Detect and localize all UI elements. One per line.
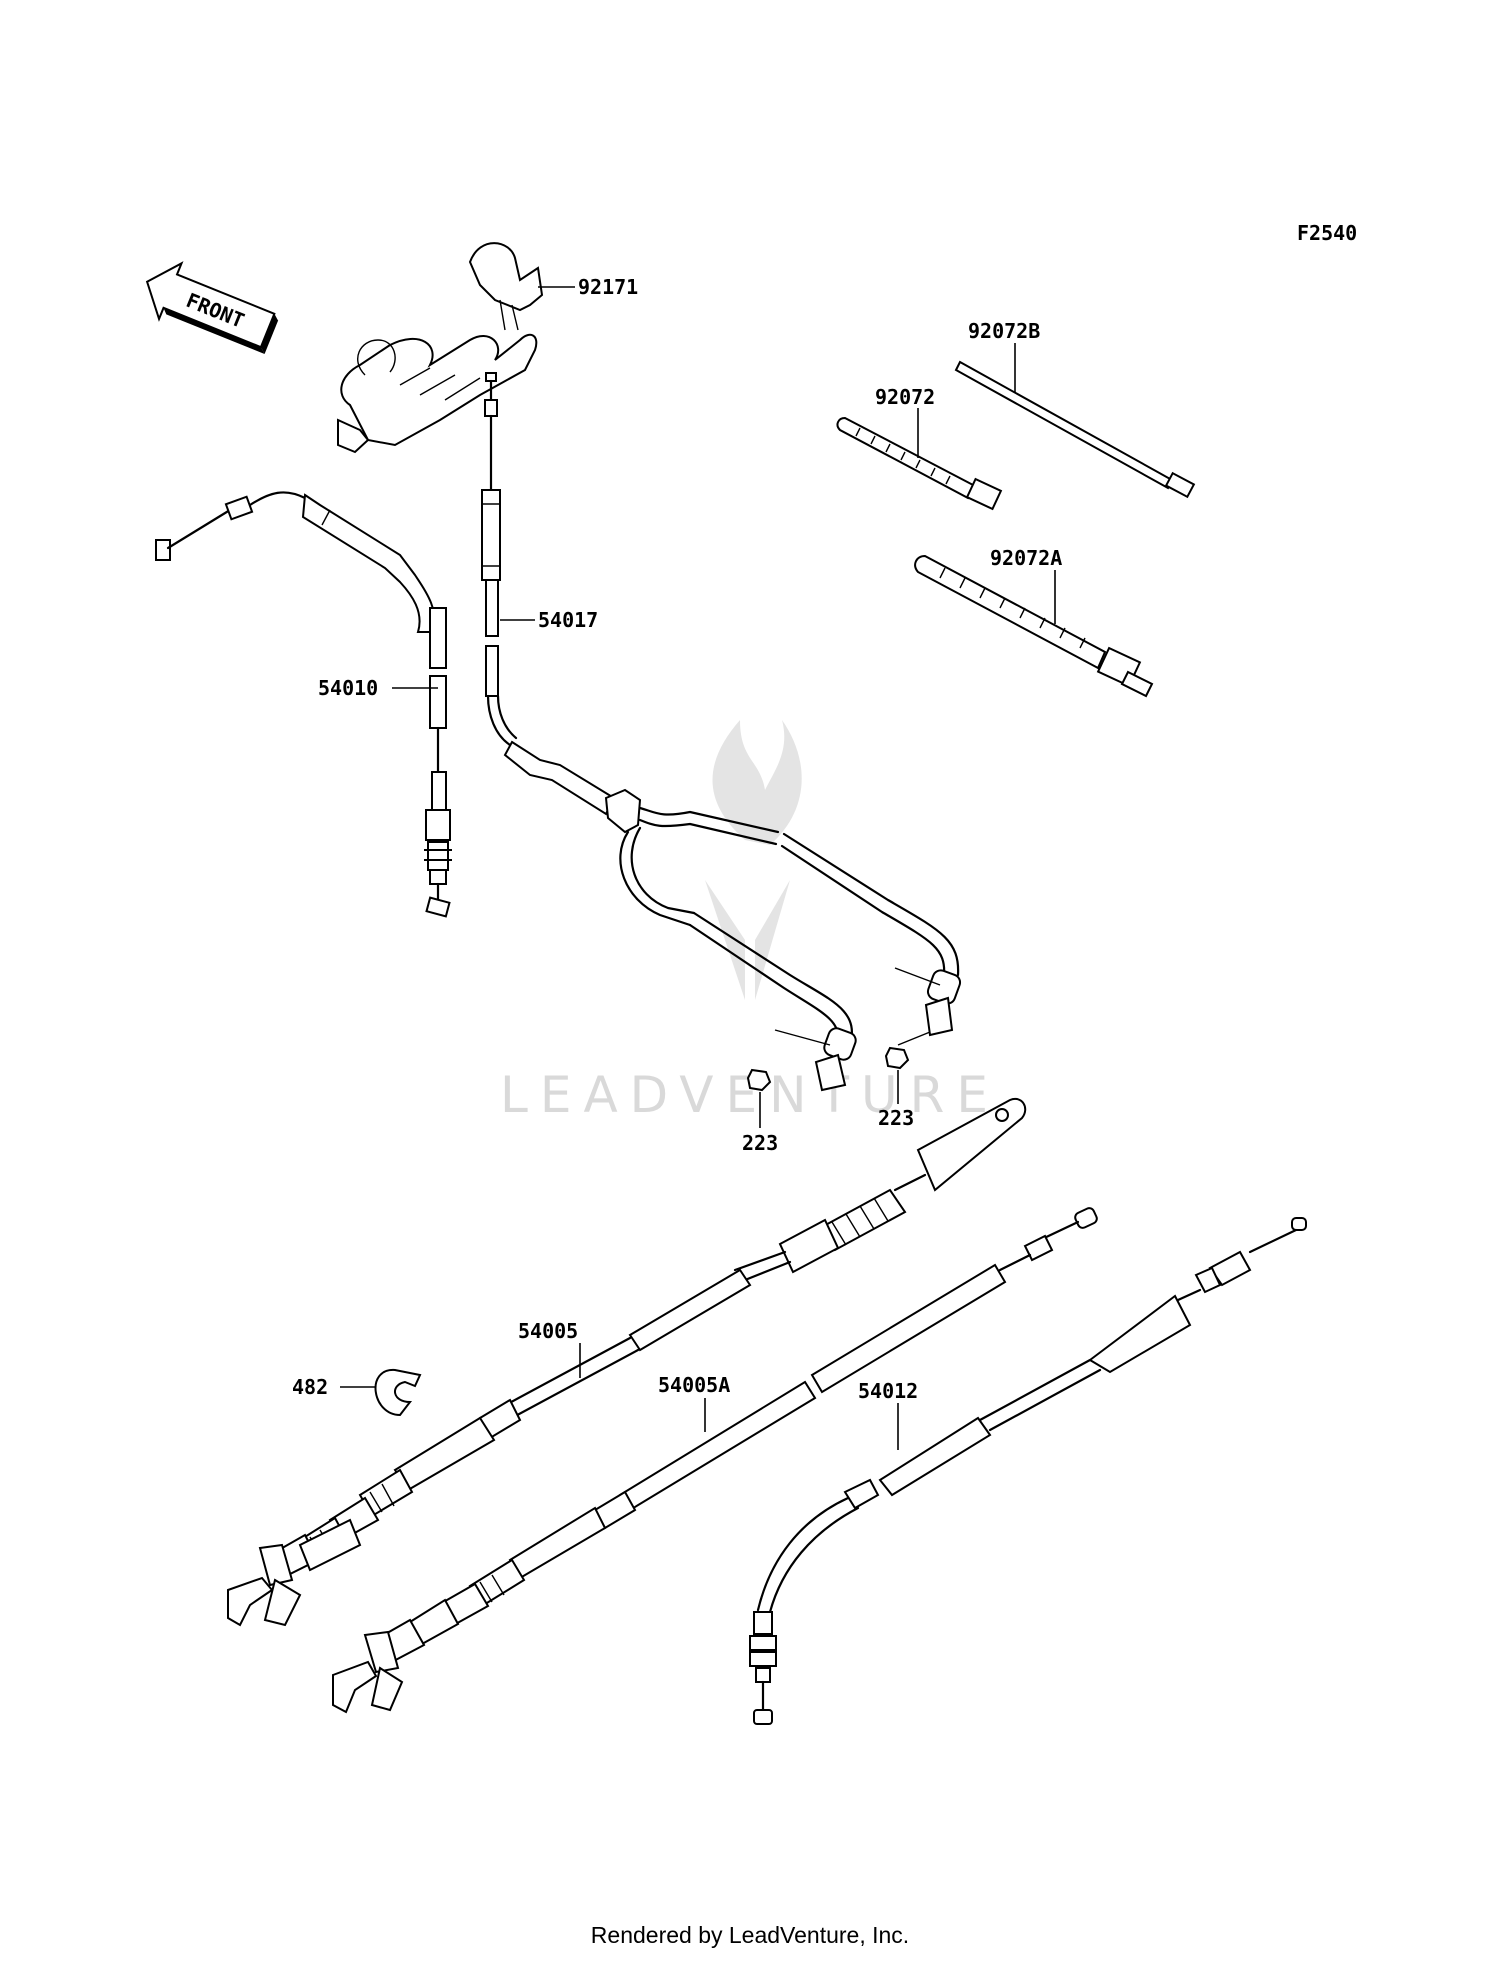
front-arrow-icon: FRONT	[145, 261, 279, 355]
label-54012: 54012	[858, 1379, 918, 1403]
part-92072B-cable-tie	[954, 343, 1196, 499]
label-54010: 54010	[318, 676, 378, 700]
watermark-text: LEADVENTURE	[500, 1066, 1000, 1124]
label-92072B: 92072B	[968, 319, 1040, 343]
footer-credit: Rendered by LeadVenture, Inc.	[590, 1922, 910, 1948]
label-92072: 92072	[875, 385, 935, 409]
label-482: 482	[292, 1375, 328, 1399]
label-92171: 92171	[578, 275, 638, 299]
part-54017-throttle-cable	[481, 372, 962, 1092]
part-54005-brake-cable	[227, 1097, 1027, 1627]
label-223-right: 223	[878, 1106, 914, 1130]
label-54005: 54005	[518, 1319, 578, 1343]
label-54017: 54017	[538, 608, 598, 632]
part-54010-throttle-cable	[155, 491, 452, 918]
part-92171-clamp	[337, 242, 575, 454]
part-92072-cable-tie	[836, 408, 1003, 511]
label-223-left: 223	[742, 1131, 778, 1155]
label-92072A: 92072A	[990, 546, 1062, 570]
watermark-flame-logo	[705, 720, 802, 1000]
part-54012-cable	[749, 1217, 1307, 1725]
watermark: LEADVENTURE	[500, 720, 1000, 1124]
part-92072A-cable-tie	[914, 554, 1154, 698]
label-54005A: 54005A	[658, 1373, 730, 1397]
part-54005A-brake-cable	[332, 1207, 1098, 1714]
part-223-bolt-left	[746, 1068, 772, 1128]
diagram-code: F2540	[1297, 221, 1357, 245]
part-223-bolt-right	[884, 1031, 931, 1104]
part-482-e-clip	[340, 1368, 422, 1417]
